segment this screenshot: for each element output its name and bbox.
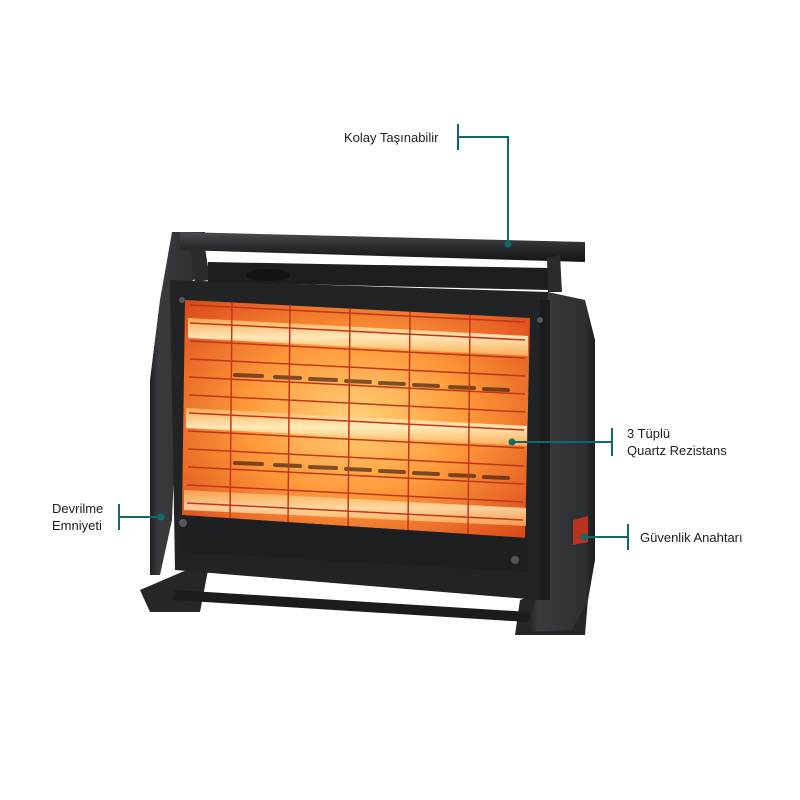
callout-text-tip-over-line2: Emniyeti: [52, 518, 102, 533]
callout-dots: [157, 240, 588, 541]
callout-text-tip-over-line1: Devrilme: [52, 501, 104, 516]
heating-element-window: [182, 300, 530, 538]
callout-lines: [118, 124, 629, 550]
callout-text-tubes-line1: 3 Tüplü: [627, 426, 671, 441]
bottom-rail: [179, 297, 543, 572]
callout-text-portable: Kolay Taşınabilir: [344, 130, 439, 145]
callout-label-tip-over: Devrilme Emniyeti: [52, 500, 103, 534]
callout-label-quartz-tubes: 3 Tüplü Quartz Rezistans: [627, 425, 727, 459]
callout-label-safety-switch: Güvenlik Anahtarı: [640, 529, 743, 546]
carry-handle: [180, 232, 585, 292]
callout-text-tubes-line2: Quartz Rezistans: [627, 443, 727, 458]
callout-text-safety-switch: Güvenlik Anahtarı: [640, 530, 743, 545]
callout-label-portable: Kolay Taşınabilir: [344, 129, 438, 146]
safety-switch: [573, 516, 588, 545]
protective-grill: [186, 302, 526, 536]
